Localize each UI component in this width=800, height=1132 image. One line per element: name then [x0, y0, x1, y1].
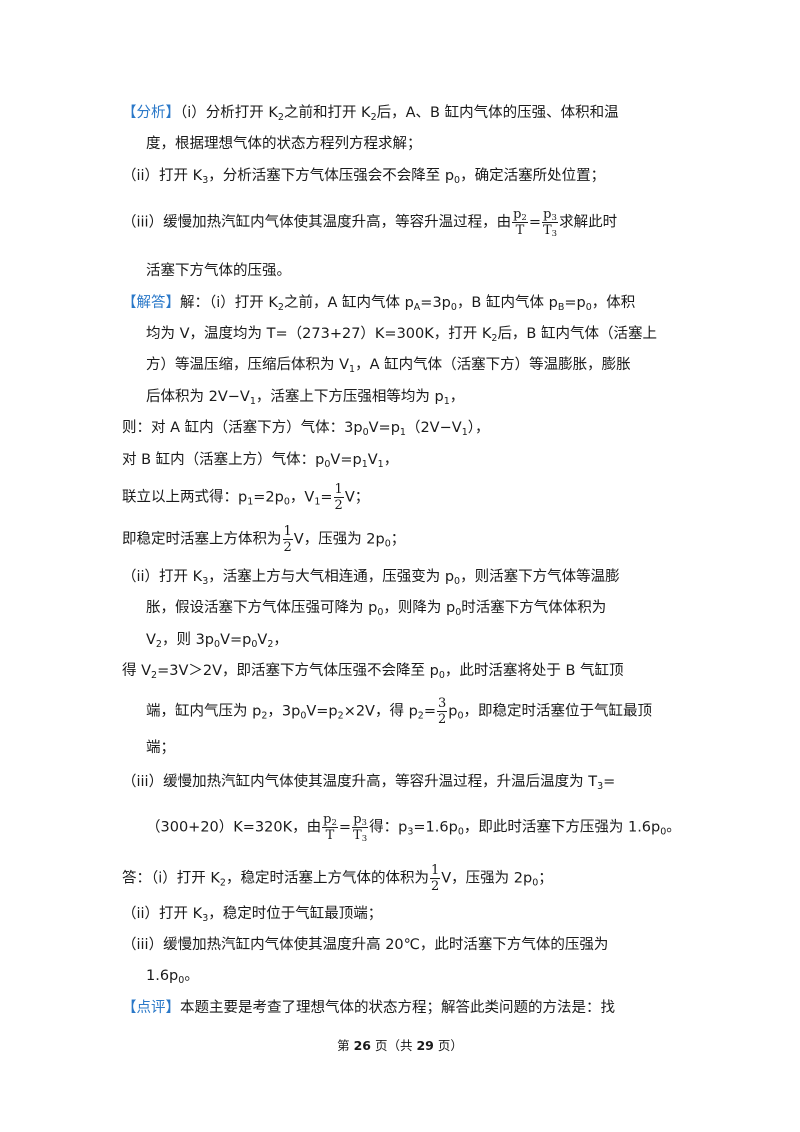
analysis-line-5: 活塞下方气体的压强。	[146, 263, 291, 279]
solution-line-15: （iii）缓慢加热汽缸内气体使其温度升高，等容升温过程，升温后温度为 T3=	[122, 774, 616, 792]
analysis-line-3: （ii）打开 K3，分析活塞下方气体压强会不会降至 p0，确定活塞所处位置；	[122, 168, 606, 186]
solution-line-2: 均为 V，温度均为 T=（273+27）K=300K，打开 K2后，B 缸内气体…	[146, 326, 657, 344]
solution-line-4: 后体积为 2V−V1，活塞上下方压强相等均为 p1，	[146, 389, 465, 407]
solution-line-10: 胀，假设活塞下方气体压强可降为 p0，则降为 p0时活塞下方气体体积为	[146, 600, 607, 618]
answer-line-3: （iii）缓慢加热汽缸内气体使其温度升高 20℃，此时活塞下方气体的压强为	[122, 937, 609, 953]
solution-line-1: 【解答】解：（i）打开 K2之前，A 缸内气体 pA=3p0，B 缸内气体 pB…	[122, 295, 636, 313]
solution-line-9: （ii）打开 K3，活塞上方与大气相连通，压强变为 p0，则活塞下方气体等温膨	[122, 569, 620, 587]
page-number: 26	[353, 1038, 372, 1053]
comment-tag: 【点评】	[122, 1000, 180, 1016]
solution-line-6: 对 B 缸内（活塞上方）气体：p0V=p1V1，	[122, 452, 399, 470]
comment-line-1: 【点评】本题主要是考查了理想气体的状态方程；解答此类问题的方法是：找	[122, 1000, 615, 1016]
analysis-line-1: 【分析】（i）分析打开 K2之前和打开 K2后，A、B 缸内气体的压强、体积和温	[122, 105, 619, 123]
solution-line-11: V2，则 3p0V=p0V2，	[146, 632, 288, 650]
page-footer: 第 26 页（共 29 页）	[337, 1038, 463, 1053]
answer-line-2: （ii）打开 K3，稳定时位于气缸最顶端；	[122, 906, 383, 924]
page-total: 29	[416, 1038, 434, 1053]
solution-line-14: 端；	[146, 740, 175, 756]
answer-line-4: 1.6p0。	[146, 968, 199, 986]
analysis-line-2: 度，根据理想气体的状态方程列方程求解；	[146, 136, 422, 152]
solution-line-5: 则：对 A 缸内（活塞下方）气体：3p0V=p1（2V−V1），	[122, 420, 490, 438]
analysis-tag: 【分析】	[122, 105, 180, 121]
solution-tag: 【解答】	[122, 295, 180, 311]
solution-line-3: 方）等温压缩，压缩后体积为 V1，A 缸内气体（活塞下方）等温膨胀，膨胀	[146, 357, 631, 375]
solution-line-12: 得 V2=3V＞2V，即活塞下方气体压强不会降至 p0，此时活塞将处于 B 气缸…	[122, 663, 624, 681]
